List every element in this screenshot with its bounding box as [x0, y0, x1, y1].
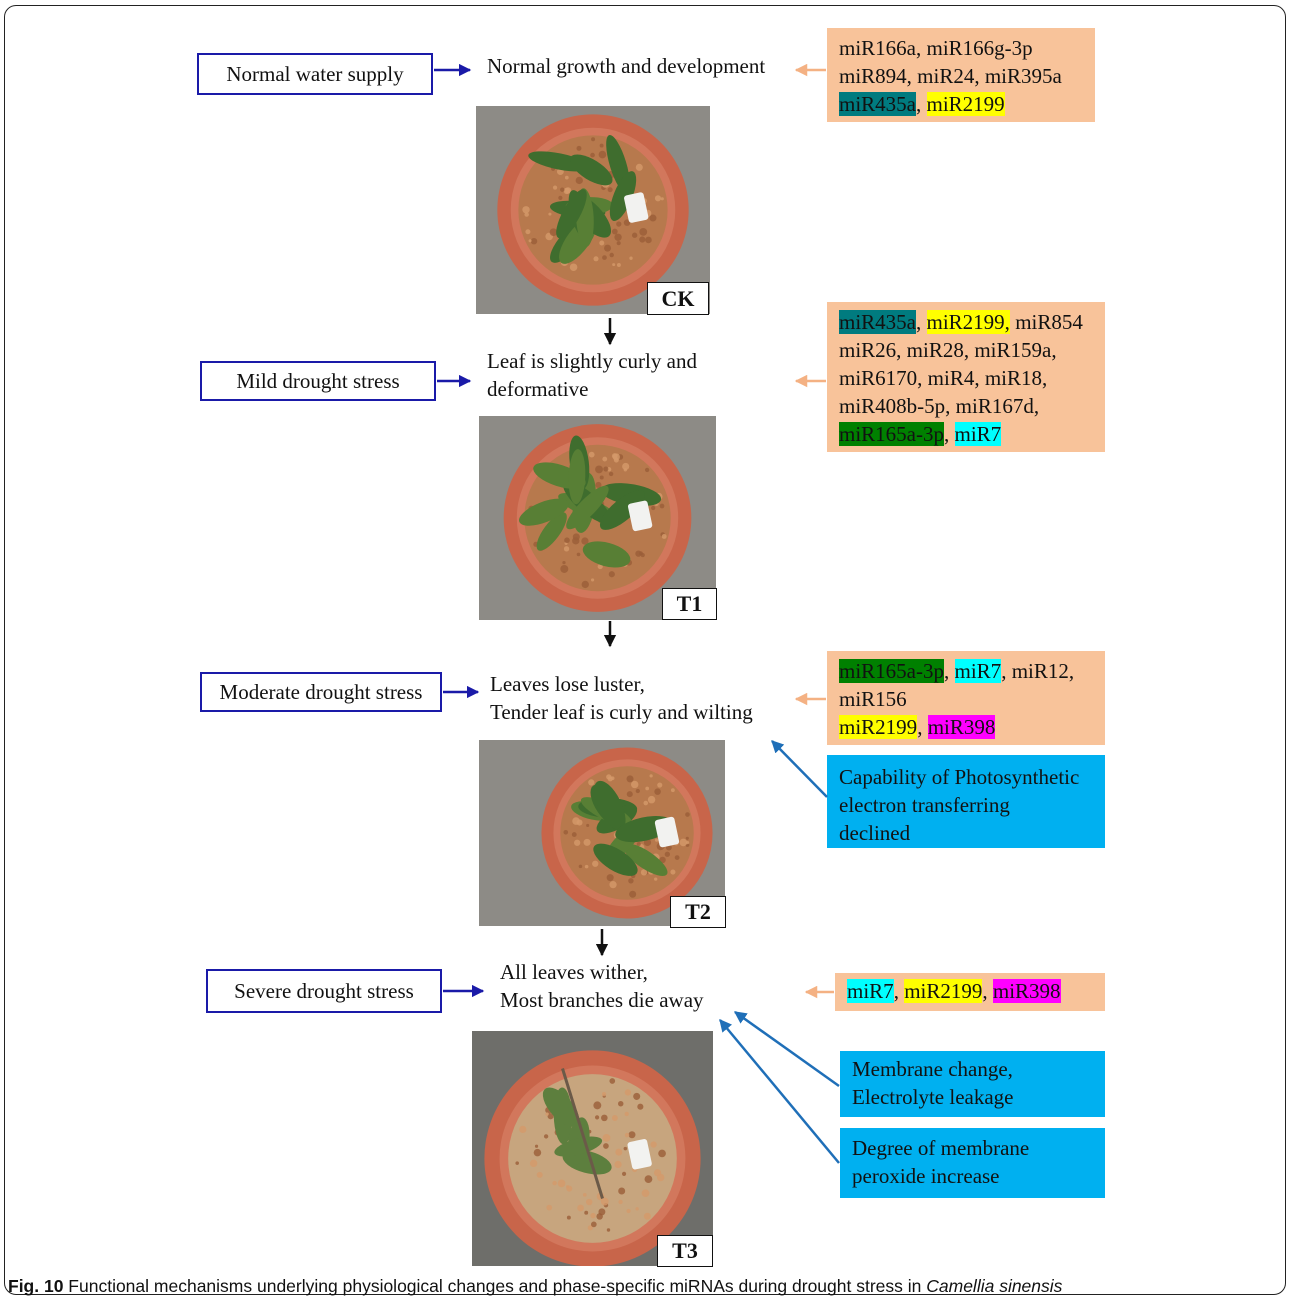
description-line: deformative: [487, 377, 589, 401]
mirna-text: , miR12,: [1001, 659, 1075, 683]
plant-photo-ck: [476, 106, 710, 314]
mirna-highlight: miR2199: [926, 92, 1005, 116]
photo-label-t1: T1: [662, 588, 717, 620]
mirna-highlight: miR165a-3p: [839, 422, 944, 446]
description-line: Leaf is slightly curly and: [487, 349, 697, 373]
mirna-highlight: miR7: [954, 659, 1002, 683]
mirna-highlight: miR2199: [839, 715, 918, 739]
mirna-line: miR156: [839, 685, 1095, 713]
figure-caption: Fig. 10 Functional mechanisms underlying…: [8, 1276, 1062, 1297]
stage-description-mild: Leaf is slightly curly and deformative: [487, 347, 697, 403]
stage-description-severe: All leaves wither, Most branches die awa…: [500, 958, 704, 1014]
description-line: Normal growth and development: [487, 54, 766, 78]
photo-label-t3: T3: [657, 1235, 713, 1267]
mirna-highlight: miR2199: [904, 979, 983, 1003]
mirna-highlight: miR7: [954, 422, 1002, 446]
caption-species: Camellia sinensis: [926, 1276, 1063, 1296]
mirna-line: miR166a, miR166g-3p: [839, 34, 1085, 62]
mirna-highlight: miR7: [847, 979, 894, 1003]
mirna-text: miR854: [1009, 310, 1083, 334]
photo-label-ck: CK: [647, 282, 709, 315]
mirna-highlight: miR435a: [839, 92, 916, 116]
mirna-highlight: miR2199,: [926, 310, 1010, 334]
mirna-text: miR26, miR28, miR159a,: [839, 338, 1057, 362]
stage-box-moderate: Moderate drought stress: [200, 672, 442, 712]
stage-box-severe: Severe drought stress: [206, 969, 442, 1013]
mirna-text: miR166a, miR166g-3p: [839, 36, 1033, 60]
physiology-line: Capability of Photosynthetic: [839, 765, 1080, 789]
mirna-box-severe: miR7, miR2199, miR398: [835, 973, 1105, 1011]
mirna-line: miR408b-5p, miR167d,: [839, 392, 1095, 420]
stage-description-moderate: Leaves lose luster, Tender leaf is curly…: [490, 670, 753, 726]
mirna-text: ,: [917, 715, 928, 739]
plant-illustration: [476, 106, 710, 314]
mirna-highlight: miR398: [992, 979, 1061, 1003]
mirna-line: miR165a-3p, miR7, miR12,: [839, 657, 1095, 685]
mirna-highlight: miR398: [927, 715, 996, 739]
mirna-text: ,: [944, 422, 955, 446]
mirna-text: miR408b-5p, miR167d,: [839, 394, 1040, 418]
mirna-line: miR7, miR2199, miR398: [847, 977, 1095, 1005]
mirna-text: ,: [916, 310, 927, 334]
caption-text: Functional mechanisms underlying physiol…: [63, 1276, 927, 1296]
mirna-line: miR435a, miR2199: [839, 90, 1085, 118]
mirna-highlight: miR435a: [839, 310, 916, 334]
physiology-line: peroxide increase: [852, 1164, 1000, 1188]
mirna-text: ,: [893, 979, 905, 1003]
mirna-text: ,: [916, 92, 927, 116]
physiology-line: Membrane change,: [852, 1057, 1013, 1081]
mirna-text: ,: [982, 979, 993, 1003]
mirna-box-normal: miR166a, miR166g-3p miR894, miR24, miR395…: [827, 28, 1095, 122]
description-line: Most branches die away: [500, 988, 704, 1012]
plant-photo-t2: [479, 740, 725, 926]
mirna-line: miR26, miR28, miR159a,: [839, 336, 1095, 364]
plant-illustration: [472, 1031, 713, 1266]
physiology-line: electron transferring: [839, 793, 1010, 817]
mirna-text: ,: [944, 659, 955, 683]
caption-figure-number: Fig. 10: [8, 1276, 64, 1296]
figure-frame: [4, 5, 1286, 1295]
photo-label-t2: T2: [670, 896, 726, 928]
mirna-line: miR6170, miR4, miR18,: [839, 364, 1095, 392]
physiology-box-membrane-peroxide: Degree of membrane peroxide increase: [840, 1128, 1105, 1198]
stage-description-normal: Normal growth and development: [487, 52, 765, 80]
description-line: Tender leaf is curly and wilting: [490, 700, 753, 724]
physiology-box-membrane-change: Membrane change, Electrolyte leakage: [840, 1051, 1105, 1117]
mirna-line: miR435a, miR2199, miR854: [839, 308, 1095, 336]
stage-box-mild: Mild drought stress: [200, 361, 436, 401]
mirna-line: miR165a-3p, miR7: [839, 420, 1095, 448]
description-line: All leaves wither,: [500, 960, 648, 984]
mirna-text: miR894, miR24, miR395a: [839, 64, 1062, 88]
mirna-highlight: miR165a-3p: [839, 659, 944, 683]
physiology-line: Electrolyte leakage: [852, 1085, 1014, 1109]
mirna-text: miR6170, miR4, miR18,: [839, 366, 1048, 390]
mirna-text: miR156: [839, 687, 907, 711]
description-line: Leaves lose luster,: [490, 672, 645, 696]
stage-box-normal: Normal water supply: [197, 53, 433, 95]
physiology-line: Degree of membrane: [852, 1136, 1030, 1160]
mirna-line: miR894, miR24, miR395a: [839, 62, 1085, 90]
plant-illustration: [479, 416, 716, 620]
plant-photo-t1: [479, 416, 716, 620]
physiology-line: declined: [839, 821, 911, 845]
plant-illustration: [479, 740, 725, 926]
mirna-line: miR2199, miR398: [839, 713, 1095, 741]
plant-photo-t3: [472, 1031, 713, 1266]
physiology-box-photosynthetic: Capability of Photosynthetic electron tra…: [827, 755, 1105, 848]
